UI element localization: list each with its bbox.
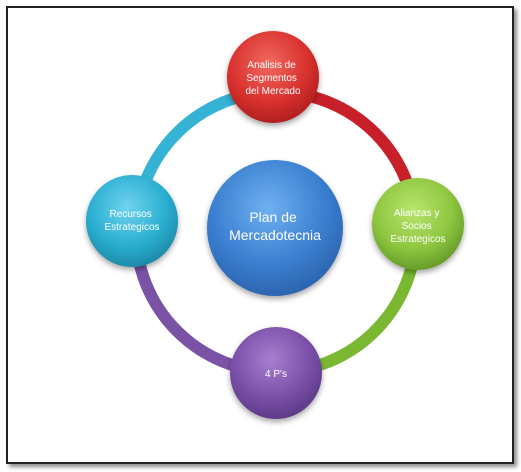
node-top-line-3: del Mercado: [245, 86, 300, 97]
node-top-label: Analisis de Segmentos del Mercado: [245, 60, 300, 97]
center-node: Plan de Mercadotecnia: [207, 160, 343, 296]
node-right-line-2: Socios: [402, 221, 432, 232]
node-right-line-1: Alianzas y: [394, 208, 440, 219]
node-strategic-resources: Recursos Estrategicos: [86, 175, 178, 267]
node-bottom-label: 4 P's: [265, 369, 287, 380]
node-right-line-3: Estrategicos: [390, 234, 445, 245]
node-top-line-2: Segmentos: [246, 73, 297, 84]
node-left-label: Recursos Estrategicos: [104, 209, 159, 233]
center-node-line-2: Mercadotecnia: [229, 227, 321, 243]
node-left-line-1: Recursos: [109, 209, 151, 220]
node-market-segment-analysis: Analisis de Segmentos del Mercado: [227, 31, 319, 123]
node-strategic-alliances: Alianzas y Socios Estrategicos: [372, 178, 464, 270]
node-right-label: Alianzas y Socios Estrategicos: [390, 208, 445, 245]
node-top-line-1: Analisis de: [247, 60, 296, 71]
center-node-line-1: Plan de: [249, 209, 297, 225]
node-4ps: 4 P's: [230, 327, 322, 419]
node-left-line-2: Estrategicos: [104, 222, 159, 233]
center-node-label: Plan de Mercadotecnia: [229, 209, 321, 243]
node-bottom-line-1: 4 P's: [265, 369, 287, 380]
